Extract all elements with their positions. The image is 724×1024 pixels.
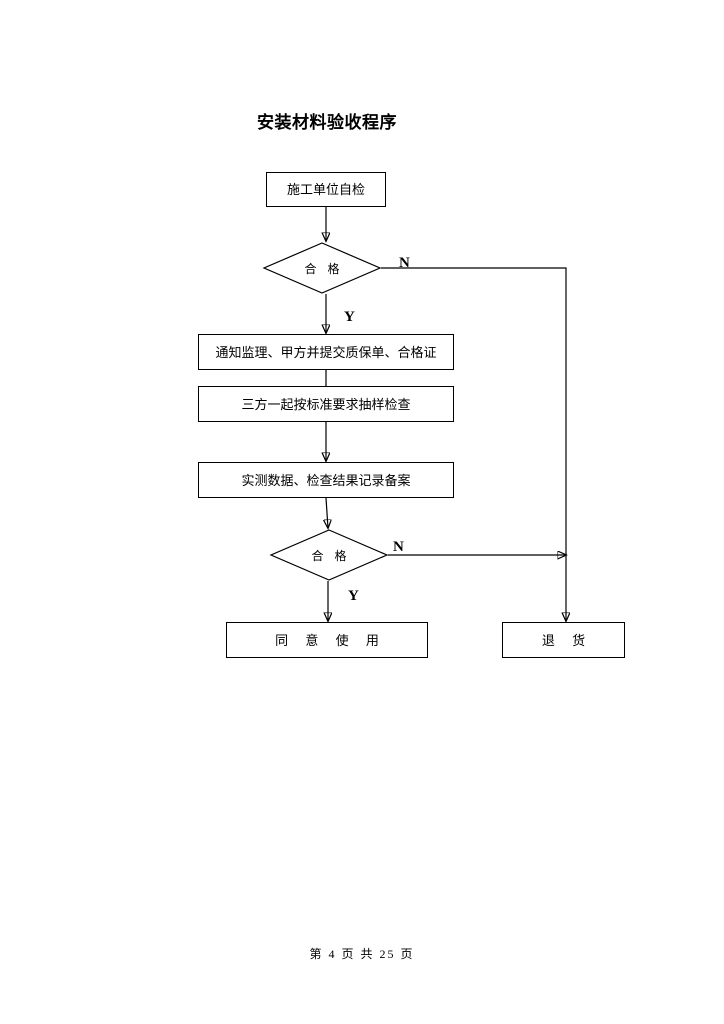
node-decision-qualified-1[interactable]: 合 格 [262,242,382,294]
branch-label-no-2: N [393,539,404,555]
node-label: 合 格 [304,261,344,276]
node-tripartite-sampling-inspection[interactable]: 三方一起按标准要求抽样检查 [198,386,454,422]
diamond-shape [262,242,382,294]
node-label: 同 意 使 用 [275,632,386,648]
node-return-goods[interactable]: 退 货 [502,622,625,658]
diamond-shape [269,529,389,581]
branch-label-yes-2: Y [348,588,359,604]
node-record-measurement-results[interactable]: 实测数据、检查结果记录备案 [198,462,454,498]
node-label: 合 格 [311,548,351,563]
node-label: 施工单位自检 [286,182,365,197]
page-title: 安装材料验收程序 [0,108,724,133]
node-label: 实测数据、检查结果记录备案 [241,472,411,488]
node-approve-use[interactable]: 同 意 使 用 [226,622,428,658]
node-decision-qualified-2[interactable]: 合 格 [269,529,389,581]
branch-label-yes-1: Y [344,309,355,325]
node-label: 退 货 [541,632,593,648]
branch-label-no-1: N [399,255,410,271]
edge-decision1-no-to-return [381,267,566,621]
node-label: 三方一起按标准要求抽样检查 [241,396,411,412]
page-title-text: 安装材料验收程序 [257,113,397,133]
node-construction-self-inspection[interactable]: 施工单位自检 [266,172,386,207]
node-notify-supervisor-submit-certificates[interactable]: 通知监理、甲方并提交质保单、合格证 [198,334,454,370]
edge-record-to-decision2 [326,497,328,528]
node-label: 通知监理、甲方并提交质保单、合格证 [215,344,437,360]
page-footer: 第 4 页 共 25 页 [309,947,415,961]
